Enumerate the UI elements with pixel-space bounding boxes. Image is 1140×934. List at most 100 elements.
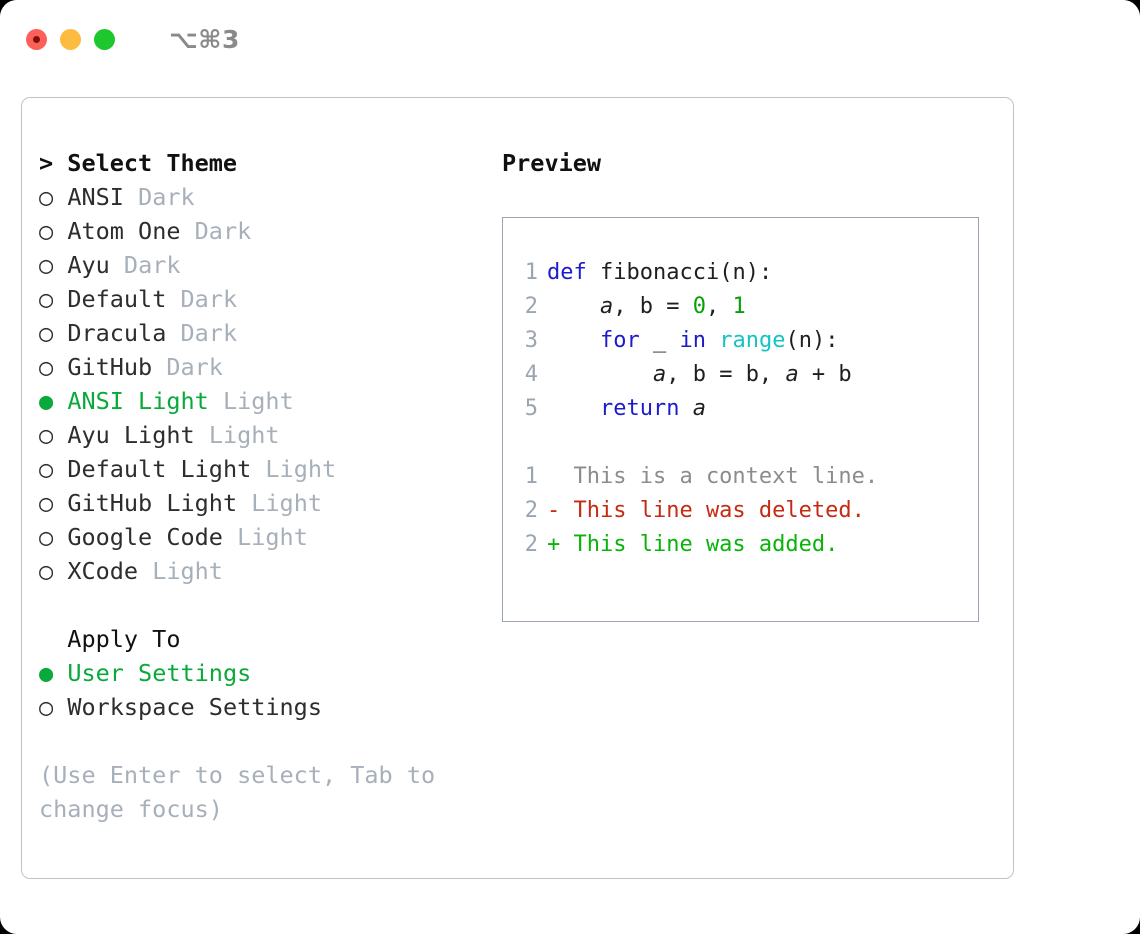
theme-item-atom-one[interactable]: ○ Atom One Dark	[39, 214, 502, 248]
radio-unselected-icon: ○	[39, 455, 54, 483]
spacer	[53, 353, 67, 381]
code-token	[547, 328, 600, 353]
theme-item-label: Atom One	[67, 217, 181, 245]
spacer	[251, 455, 265, 483]
code-token: + b	[798, 362, 852, 387]
spacer	[53, 251, 67, 279]
code-token	[547, 396, 600, 421]
code-line-number: 1	[524, 260, 538, 285]
radio-unselected-icon: ○	[39, 183, 54, 211]
theme-item-variant: Light	[265, 455, 337, 483]
code-line-content: a, b = 0, 1	[547, 290, 746, 324]
code-token	[679, 396, 692, 421]
radio-unselected-icon: ○	[39, 285, 54, 313]
minimize-light-icon[interactable]	[60, 28, 81, 50]
code-line: 5 return a	[503, 392, 978, 426]
diff-line: 2- This line was deleted.	[503, 494, 978, 528]
code-token: a	[652, 362, 667, 387]
code-token: def	[547, 260, 600, 285]
radio-unselected-icon: ○	[39, 489, 54, 517]
theme-item-variant: Dark	[194, 217, 252, 245]
code-token: a	[785, 362, 799, 387]
theme-item-label: Dracula	[67, 319, 167, 347]
spacer	[166, 285, 180, 313]
code-token: =	[652, 294, 693, 319]
code-line-content: return a	[547, 392, 706, 426]
code-line-content: for _ in range(n):	[547, 324, 838, 358]
code-line: 1 def fibonacci(n):	[503, 256, 978, 290]
radio-selected-icon: ●	[39, 387, 54, 415]
theme-item-ayu[interactable]: ○ Ayu Dark	[39, 248, 502, 282]
theme-item-label: GitHub	[67, 353, 153, 381]
code-line-content: a, b = b, a + b	[547, 358, 852, 392]
spacer	[53, 319, 67, 347]
radio-unselected-icon: ○	[39, 693, 54, 721]
spacer	[53, 557, 67, 585]
radio-unselected-icon: ○	[39, 557, 54, 585]
theme-item-ansi[interactable]: ○ ANSI Dark	[39, 180, 502, 214]
theme-item-xcode[interactable]: ○ XCode Light	[39, 554, 502, 588]
radio-selected-icon: ●	[39, 659, 54, 687]
code-token: return	[599, 396, 680, 421]
code-line: 3 for _ in range(n):	[503, 324, 978, 358]
apply-to-item-label: Workspace Settings	[67, 693, 322, 721]
theme-item-dracula[interactable]: ○ Dracula Dark	[39, 316, 502, 350]
diff-line-number: 2	[524, 532, 538, 557]
theme-item-variant: Dark	[138, 183, 195, 211]
theme-item-default-light[interactable]: ○ Default Light Light	[39, 452, 502, 486]
radio-unselected-icon: ○	[39, 251, 54, 279]
apply-to-header: Apply To	[39, 625, 181, 653]
code-token: fibonacci	[599, 260, 720, 285]
theme-item-variant: Light	[251, 489, 322, 517]
theme-item-ayu-light[interactable]: ○ Ayu Light Light	[39, 418, 502, 452]
spacer	[223, 523, 237, 551]
theme-item-label: GitHub Light	[67, 489, 238, 517]
spacer	[53, 455, 67, 483]
diff-line-number: 2	[524, 498, 538, 523]
theme-item-github[interactable]: ○ GitHub Dark	[39, 350, 502, 384]
apply-to-item-user-settings[interactable]: ● User Settings	[39, 656, 502, 690]
title-bar: ⌥⌘3	[0, 0, 1140, 78]
code-token: , b = b,	[666, 362, 786, 387]
code-token: ,	[613, 294, 640, 319]
spacer	[53, 183, 67, 211]
theme-item-ansi-light[interactable]: ● ANSI Light Light	[39, 384, 502, 418]
diff-sample: 1 This is a context line.2- This line wa…	[503, 460, 978, 562]
spacer	[195, 421, 209, 449]
code-token	[547, 294, 600, 319]
radio-unselected-icon: ○	[39, 523, 54, 551]
window-shortcut-label: ⌥⌘3	[169, 24, 240, 54]
close-light-icon[interactable]	[26, 28, 47, 50]
apply-to-item-workspace-settings[interactable]: ○ Workspace Settings	[39, 690, 502, 724]
spacer	[152, 353, 166, 381]
code-spacer	[503, 426, 978, 460]
code-line-number: 5	[524, 396, 538, 421]
spacer	[181, 217, 195, 245]
theme-item-variant: Light	[152, 557, 223, 585]
theme-item-google-code[interactable]: ○ Google Code Light	[39, 520, 502, 554]
spacer	[138, 557, 152, 585]
code-token: a	[599, 294, 614, 319]
code-line-number: 4	[524, 362, 538, 387]
code-token	[547, 362, 653, 387]
code-line: 4 a, b = b, a + b	[503, 358, 978, 392]
spacer	[166, 319, 180, 347]
code-token: for	[599, 328, 640, 353]
spacer	[53, 387, 67, 415]
code-token: (n):	[719, 260, 773, 285]
spacer	[124, 183, 138, 211]
code-token: ,	[705, 294, 733, 319]
maximize-light-icon[interactable]	[94, 28, 115, 50]
theme-item-label: Default Light	[67, 455, 252, 483]
diff-line-number: 1	[524, 464, 538, 489]
theme-item-default[interactable]: ○ Default Dark	[39, 282, 502, 316]
spacer	[53, 659, 67, 687]
theme-item-label: Default	[67, 285, 167, 313]
code-token: 1	[732, 294, 746, 319]
theme-item-label: ANSI Light	[67, 387, 209, 415]
theme-item-variant: Light	[208, 421, 280, 449]
code-token: b	[639, 294, 653, 319]
theme-item-github-light[interactable]: ○ GitHub Light Light	[39, 486, 502, 520]
